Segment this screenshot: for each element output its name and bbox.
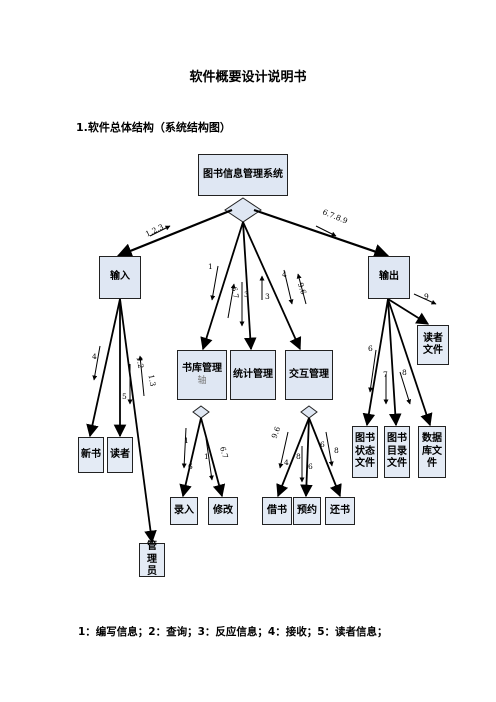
footnote-legend: 1：编写信息；2：查询；3：反应信息；4：接收；5：读者信息； <box>78 626 388 638</box>
library-diamond <box>192 405 210 419</box>
label-int-borrow-b: 4 <box>284 458 289 467</box>
label-root-stats-b: 3 <box>265 292 270 301</box>
edge-library-modify <box>200 417 226 498</box>
label-int-reserve-a: 8 <box>296 452 301 461</box>
node-new-book: 新书 <box>78 437 104 473</box>
label-lib-modify-a: 1 <box>204 452 209 461</box>
node-modify: 修改 <box>208 497 238 525</box>
edge-input-newbook <box>86 298 121 438</box>
edge-interact-borrow <box>276 417 310 498</box>
node-library-mgmt: 书库管理 轴 <box>177 350 227 400</box>
edge-output-db <box>387 298 433 427</box>
flow-out-readerfile <box>413 293 437 305</box>
label-output-db: 8 <box>402 368 407 377</box>
flow-root-output <box>315 225 337 237</box>
flow-in-newbook <box>92 345 101 381</box>
label-root-lib-b: 6.7 <box>229 285 241 300</box>
flow-int-return <box>325 431 334 467</box>
edge-root-library <box>200 221 244 351</box>
flow-int-b <box>296 273 307 305</box>
node-reserve: 预约 <box>293 497 321 525</box>
node-input: 输入 <box>99 256 141 299</box>
flow-in-admin <box>137 355 145 397</box>
node-reader: 读者 <box>107 437 133 473</box>
flow-lib-modify <box>205 437 214 481</box>
edge-output-status <box>362 298 389 427</box>
flow-lib-b <box>227 283 236 319</box>
node-catalog-file: 图书目录文件 <box>384 426 410 478</box>
page-title: 软件概要设计说明书 <box>189 70 307 85</box>
node-book-status-file: 图书状态文件 <box>352 426 378 478</box>
node-output: 输出 <box>368 256 410 299</box>
label-input-reader-a: 5 <box>122 392 127 401</box>
node-stats-mgmt: 统计管理 <box>230 350 276 400</box>
edge-output-readerfile <box>387 298 430 325</box>
edge-root-stats <box>242 221 257 351</box>
label-int-reserve-b: 6 <box>308 462 313 471</box>
label-output-catalog: 7 <box>383 370 388 379</box>
flow-lib-entry <box>181 427 187 469</box>
edge-root-input <box>116 208 233 258</box>
node-borrow: 借书 <box>262 497 292 525</box>
label-input-reader-b: 1.2 <box>134 355 146 370</box>
node-reader-file: 读者文件 <box>417 325 449 365</box>
flow-out-status <box>368 349 377 393</box>
flow-int-borrow <box>278 431 289 469</box>
flow-root-input <box>149 225 171 237</box>
node-interact-mgmt: 交互管理 <box>285 350 333 400</box>
interact-diamond <box>300 405 318 419</box>
flow-lib-a <box>210 265 219 301</box>
label-output-readerfile: 9 <box>424 292 429 301</box>
library-mgmt-sub: 轴 <box>197 375 207 386</box>
label-input-newbook: 4 <box>92 352 97 361</box>
node-db-file: 数据库文件 <box>418 426 446 478</box>
edge-interact-reserve <box>300 417 313 498</box>
node-return: 还书 <box>325 497 355 525</box>
edge-library-entry <box>179 417 202 498</box>
label-root-stats-a: 3 <box>244 290 249 299</box>
label-input-admin: 1.3 <box>146 373 158 388</box>
label-int-return-a: 6 <box>320 440 325 449</box>
edge-interact-return <box>308 417 342 498</box>
library-mgmt-label: 书库管理 <box>182 363 222 375</box>
edge-input-admin <box>119 298 157 544</box>
flow-int-a <box>283 269 294 305</box>
label-int-return-b: 8 <box>334 446 339 455</box>
edge-root-interact <box>242 221 302 351</box>
node-admin: 管理员 <box>139 541 165 577</box>
edge-root-output <box>253 208 390 259</box>
label-root-lib-a: 1 <box>208 262 213 271</box>
node-entry: 录入 <box>170 497 198 525</box>
label-lib-entry-a: 1 <box>184 436 189 445</box>
label-lib-entry-b: 6 <box>188 462 193 471</box>
label-output-status: 6 <box>368 344 373 353</box>
flow-out-db <box>399 371 412 405</box>
label-root-interact-a: 4 <box>282 270 287 279</box>
edge-output-catalog <box>387 298 402 427</box>
section-heading: 1.软件总体结构（系统结构图） <box>76 121 231 134</box>
node-root: 图书信息管理系统 <box>198 154 288 196</box>
